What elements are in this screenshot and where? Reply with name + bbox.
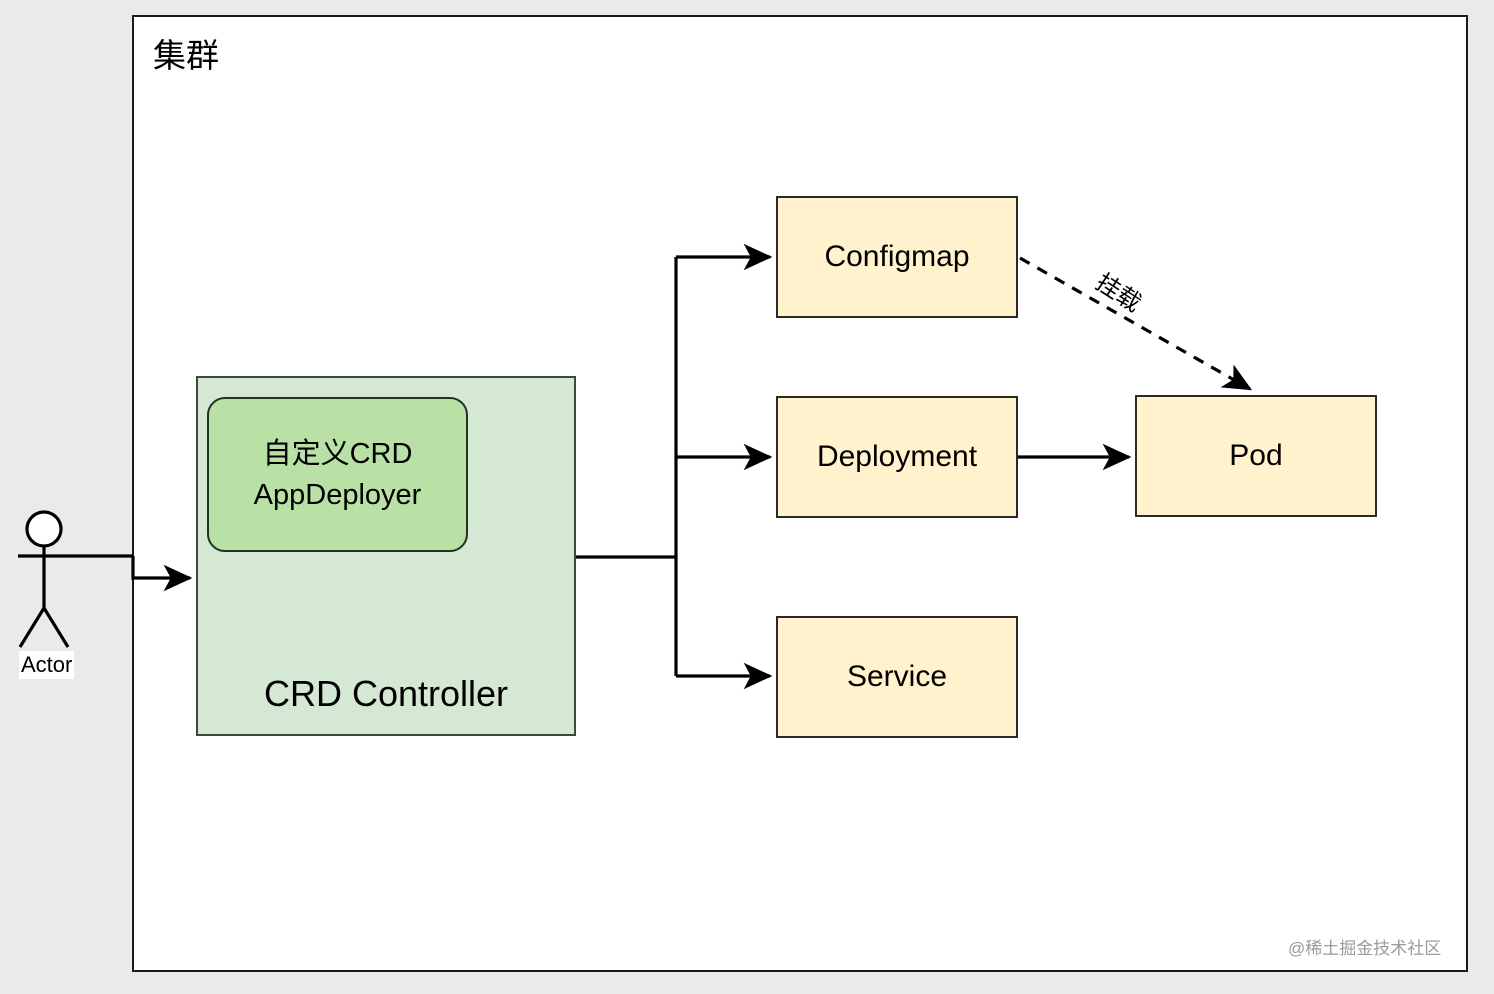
actor-icon xyxy=(18,510,133,648)
custom-crd-label-line1: 自定义CRD xyxy=(262,437,413,470)
configmap-box[interactable]: Configmap xyxy=(776,196,1018,318)
edge-actor-to-controller xyxy=(131,556,193,592)
service-label: Service xyxy=(846,660,948,693)
actor-label: Actor xyxy=(19,651,75,679)
edge-configmap-to-pod-dashed xyxy=(1019,256,1253,391)
service-box[interactable]: Service xyxy=(776,616,1018,738)
watermark: @稀土掘金技术社区 xyxy=(1288,939,1442,958)
custom-crd-label-line2: AppDeployer xyxy=(253,478,422,511)
edge-controller-trunk xyxy=(576,257,678,676)
pod-label: Pod xyxy=(1229,439,1283,472)
deployment-label: Deployment xyxy=(816,440,978,473)
custom-crd-appdeployer-box[interactable]: 自定义CRD AppDeployer xyxy=(207,397,468,552)
cluster-title: 集群 xyxy=(153,37,219,74)
configmap-label: Configmap xyxy=(824,240,970,273)
pod-box[interactable]: Pod xyxy=(1135,395,1377,517)
crd-controller-label: CRD Controller xyxy=(263,673,509,714)
deployment-box[interactable]: Deployment xyxy=(776,396,1018,518)
